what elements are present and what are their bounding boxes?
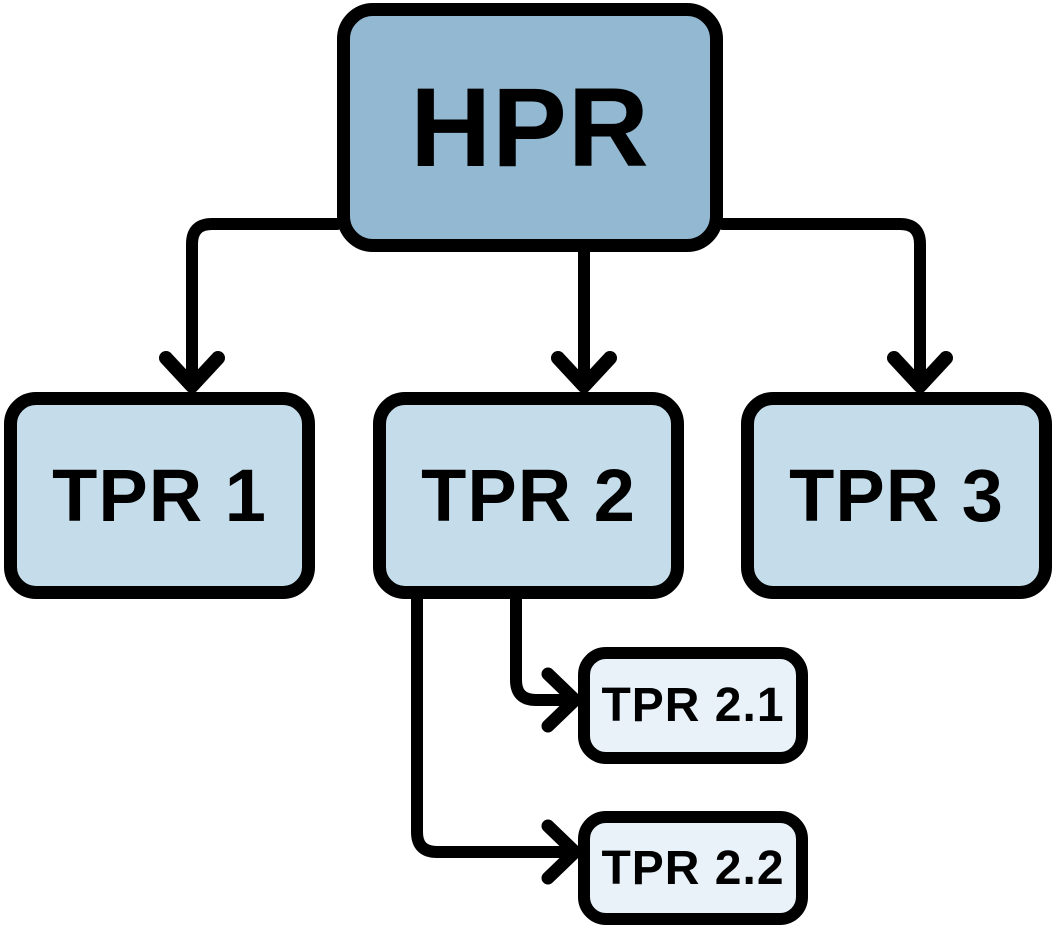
node-tpr3-label: TPR 3 xyxy=(789,454,1004,537)
node-tpr1: TPR 1 xyxy=(4,392,315,599)
edge-tpr2-tpr22 xyxy=(411,592,568,858)
arrowhead-down-icon xyxy=(159,351,225,393)
edge-hpr-tpr3 xyxy=(717,218,926,380)
node-hpr: HPR xyxy=(337,3,723,252)
node-tpr2-2: TPR 2.2 xyxy=(578,811,808,925)
node-tpr1-label: TPR 1 xyxy=(52,454,267,537)
arrowhead-down-icon xyxy=(887,351,953,393)
node-tpr2-1: TPR 2.1 xyxy=(578,647,808,764)
arrowhead-down-icon xyxy=(551,351,617,393)
edge-hpr-tpr1 xyxy=(186,218,343,380)
node-tpr3: TPR 3 xyxy=(741,392,1052,599)
arrowhead-right-icon xyxy=(541,667,582,733)
arrowhead-right-icon xyxy=(541,819,582,885)
node-tpr2-label: TPR 2 xyxy=(421,454,636,537)
node-tpr2: TPR 2 xyxy=(373,392,684,599)
edge-tpr2-tpr21 xyxy=(510,592,568,706)
node-hpr-label: HPR xyxy=(410,65,650,190)
node-tpr2-2-label: TPR 2.2 xyxy=(601,841,785,895)
node-tpr2-1-label: TPR 2.1 xyxy=(601,679,785,732)
